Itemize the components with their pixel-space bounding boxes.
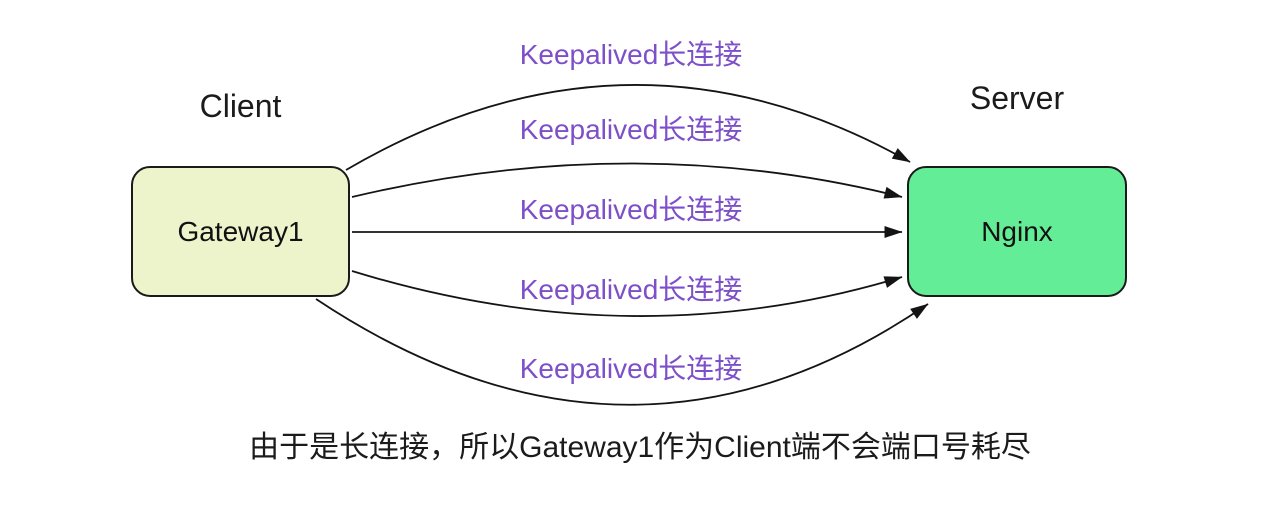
connection-label-3: Keepalived长连接 <box>519 194 743 225</box>
connection-label-1: Keepalived长连接 <box>519 39 743 70</box>
nginx-node: Nginx <box>907 166 1127 297</box>
connection-label-4: Keepalived长连接 <box>519 274 743 305</box>
gateway1-node-label: Gateway1 <box>177 215 304 247</box>
caption-text: 由于是长连接，所以Gateway1作为Client端不会端口号耗尽 <box>249 431 1031 464</box>
client-heading: Client <box>199 88 282 124</box>
server-heading: Server <box>969 80 1065 116</box>
nginx-node-label: Nginx <box>981 215 1053 247</box>
connection-label-2: Keepalived长连接 <box>519 114 743 145</box>
gateway1-node: Gateway1 <box>131 166 350 297</box>
connection-label-5: Keepalived长连接 <box>519 353 743 384</box>
